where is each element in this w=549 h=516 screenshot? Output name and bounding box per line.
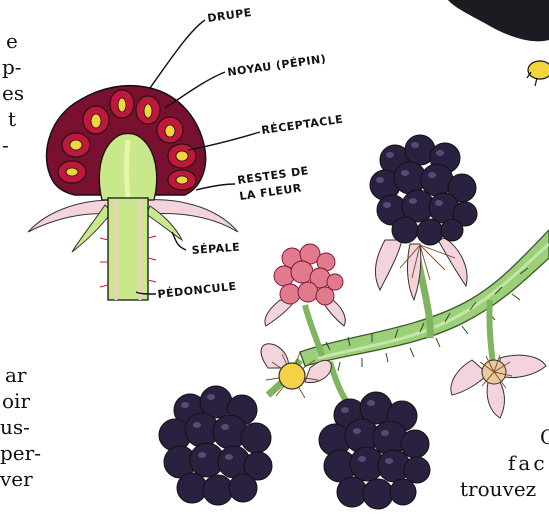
blackberry-bottom-left xyxy=(159,386,272,505)
dark-blob-top-right xyxy=(448,0,549,41)
label-receptacle: RÉCEPTACLE xyxy=(261,113,344,137)
pedoncule-stem xyxy=(108,198,148,300)
label-drupe: DRUPE xyxy=(207,6,253,25)
label-sepale: SÉPALE xyxy=(191,241,240,257)
label-pedoncule: PÉDONCULE xyxy=(157,280,237,301)
flower-center xyxy=(279,363,305,389)
label-noyau: NOYAU (PÉPIN) xyxy=(227,52,327,79)
blackberry-bottom-center xyxy=(319,392,430,509)
flower-right xyxy=(451,355,546,418)
bee-fragment xyxy=(527,61,549,86)
